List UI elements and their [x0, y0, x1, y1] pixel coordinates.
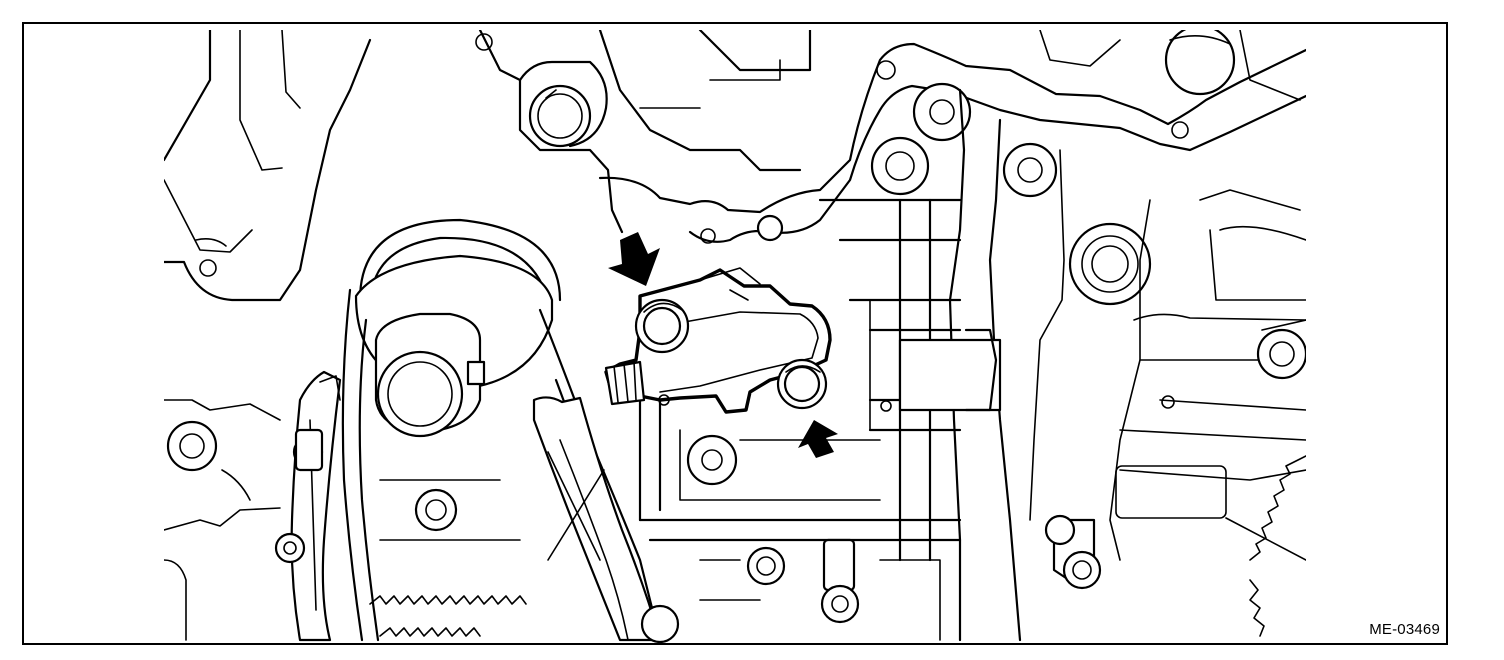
right-block [948, 88, 1306, 642]
right-chain-guide [532, 396, 680, 643]
cover-bolts [870, 82, 1152, 306]
crank-sprocket [369, 455, 1306, 637]
upper-flange [475, 30, 812, 234]
chain-tensioner [604, 267, 832, 414]
figure-id-label: ME-03469 [1369, 621, 1440, 638]
left-chain-guide [274, 370, 342, 642]
upper-left-housing [164, 30, 372, 302]
lower-bolts [699, 538, 941, 641]
central-rails [638, 198, 1002, 562]
lower-left-housing [164, 399, 521, 641]
idler-pulley [354, 218, 562, 438]
arrow-icon-upper [608, 232, 660, 286]
arrow-icon-lower [798, 420, 838, 458]
